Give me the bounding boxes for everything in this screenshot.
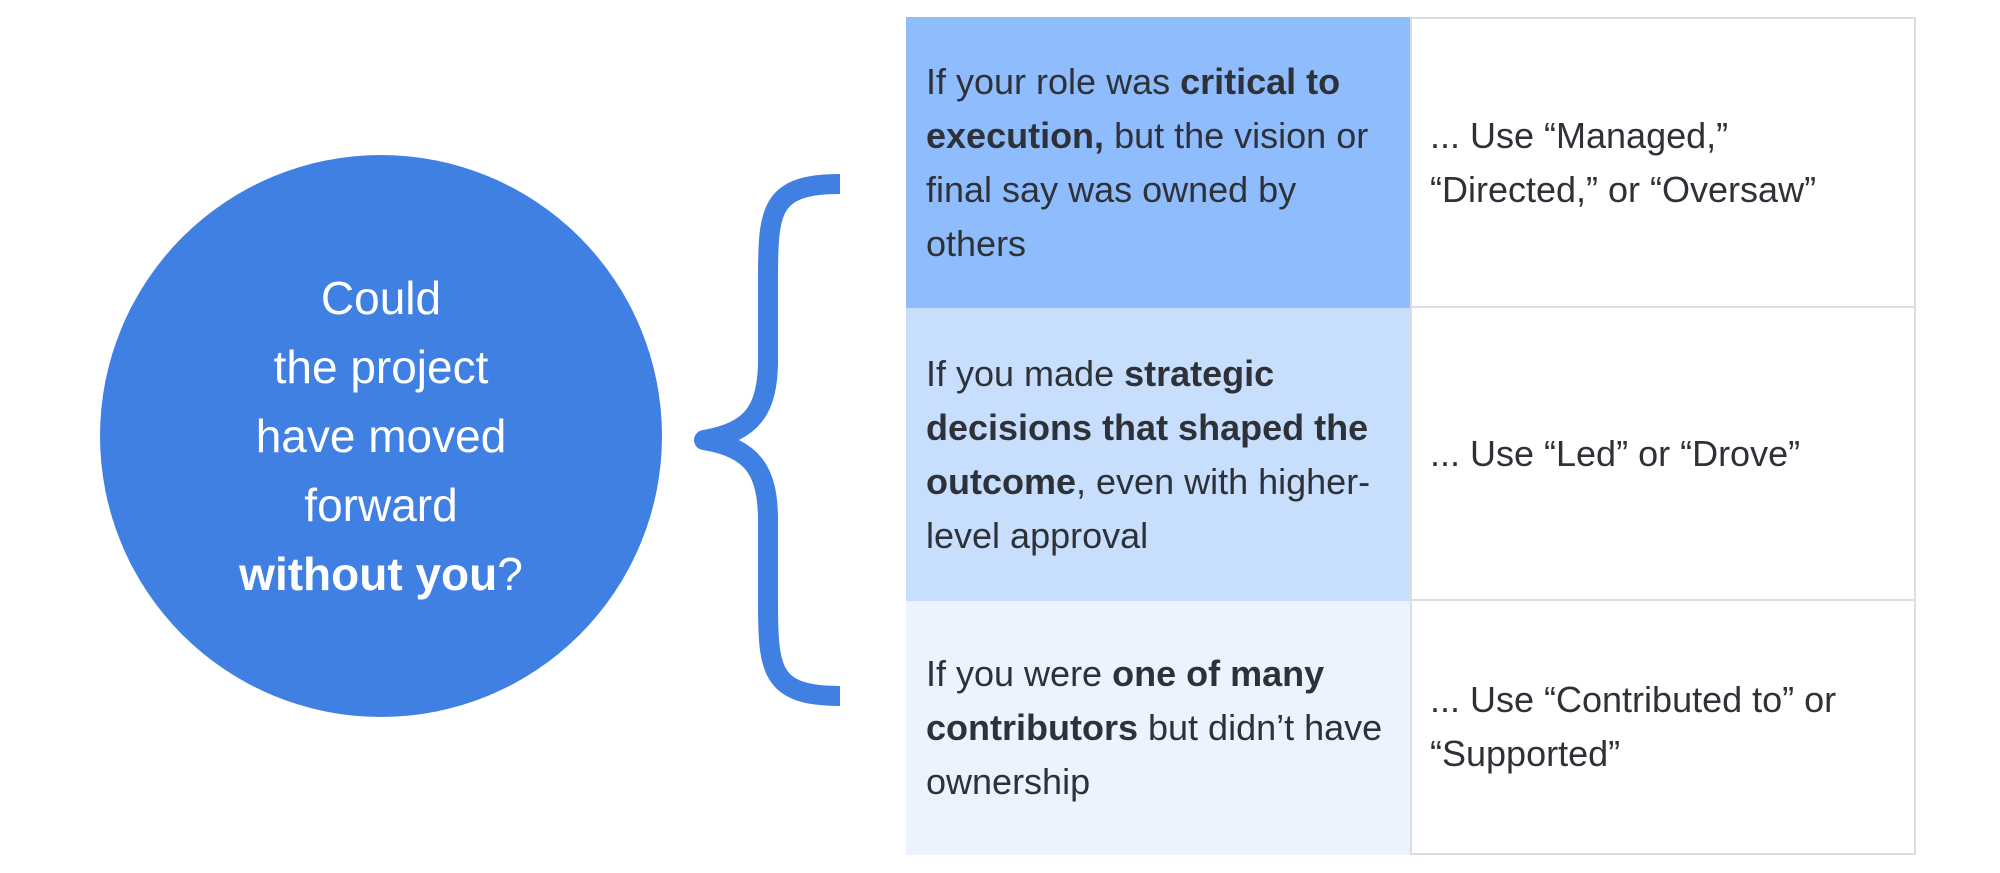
curly-brace [694, 174, 841, 706]
advice-text: ... Use “Contributed to” or “Supported” [1430, 679, 1837, 774]
table-row: If your role was critical to execution, … [906, 17, 1916, 308]
condition-text: If your role was [926, 60, 1181, 102]
condition-emphasis: critical to execution, [926, 60, 1341, 156]
question-circle: Could the project have moved forward wit… [100, 155, 662, 717]
condition-text: but didn’t have ownership [926, 707, 1383, 802]
question-mark: ? [497, 547, 523, 600]
question-line-2: the project [273, 340, 489, 393]
table-row: If you made strategic decisions that sha… [906, 308, 1916, 601]
condition-text: If you made [926, 352, 1125, 394]
advice-text: ... Use “Managed,” “Directed,” or “Overs… [1430, 114, 1817, 210]
condition-text: If you were [926, 653, 1113, 694]
guidance-table: If your role was critical to execution, … [906, 17, 1916, 855]
advice-text: ... Use “Led” or “Drove” [1430, 432, 1801, 474]
question-line-3: have moved [255, 409, 507, 462]
advice-cell: ... Use “Contributed to” or “Supported” [1410, 601, 1916, 855]
question-text: Could the project have moved forward wit… [211, 264, 551, 609]
question-line-1: Could [320, 271, 442, 324]
condition-cell: If you were one of many contributors but… [906, 601, 1410, 855]
question-emphasis: without you [239, 547, 498, 600]
condition-text: but the vision or final say was owned by… [926, 114, 1369, 264]
condition-cell: If your role was critical to execution, … [906, 17, 1410, 308]
advice-cell: ... Use “Led” or “Drove” [1410, 308, 1916, 601]
question-line-4: forward [304, 478, 458, 531]
condition-text: , even with higher-level approval [926, 460, 1371, 556]
condition-cell: If you made strategic decisions that sha… [906, 308, 1410, 601]
condition-emphasis: strategic decisions that shaped the outc… [926, 352, 1369, 502]
table-row: If you were one of many contributors but… [906, 601, 1916, 855]
condition-emphasis: one of many contributors [926, 653, 1325, 748]
advice-cell: ... Use “Managed,” “Directed,” or “Overs… [1410, 17, 1916, 308]
